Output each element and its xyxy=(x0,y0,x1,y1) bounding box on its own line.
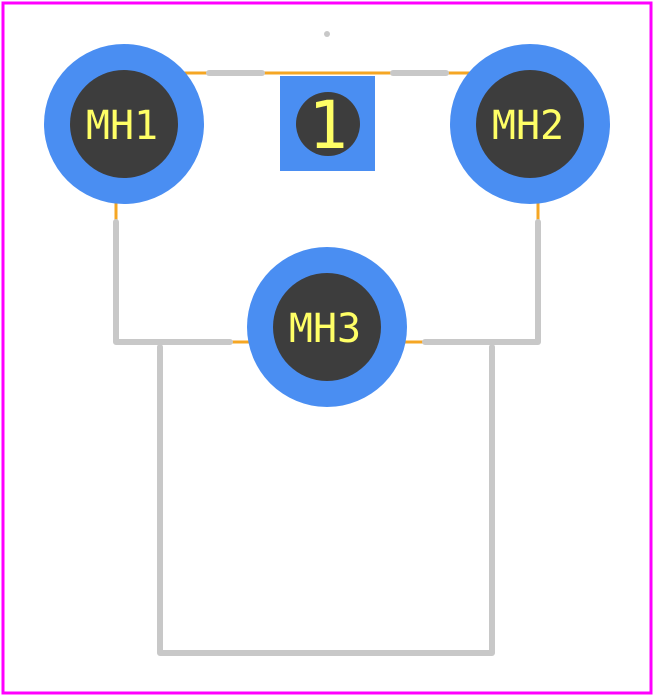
pad-1-label: 1 xyxy=(308,87,348,164)
pad-1[interactable]: 1 xyxy=(280,76,375,171)
mounting-hole-mh3[interactable]: MH3 xyxy=(247,247,407,407)
silk-lower-box xyxy=(157,344,495,656)
mh1-drill xyxy=(70,70,178,178)
mounting-hole-mh2[interactable]: MH2 xyxy=(450,44,610,204)
mounting-hole-mh1[interactable]: MH1 xyxy=(44,44,204,204)
silkscreen-outline xyxy=(113,70,541,656)
mh2-drill xyxy=(476,70,584,178)
mh3-drill xyxy=(273,273,381,381)
mh3-label: MH3 xyxy=(289,306,361,352)
silk-left-bracket xyxy=(113,219,233,345)
origin-marker xyxy=(324,31,330,37)
mh1-label: MH1 xyxy=(86,103,158,149)
pad-1-drill xyxy=(296,92,360,156)
silk-right-bracket xyxy=(422,219,541,345)
mh2-label: MH2 xyxy=(492,103,564,149)
